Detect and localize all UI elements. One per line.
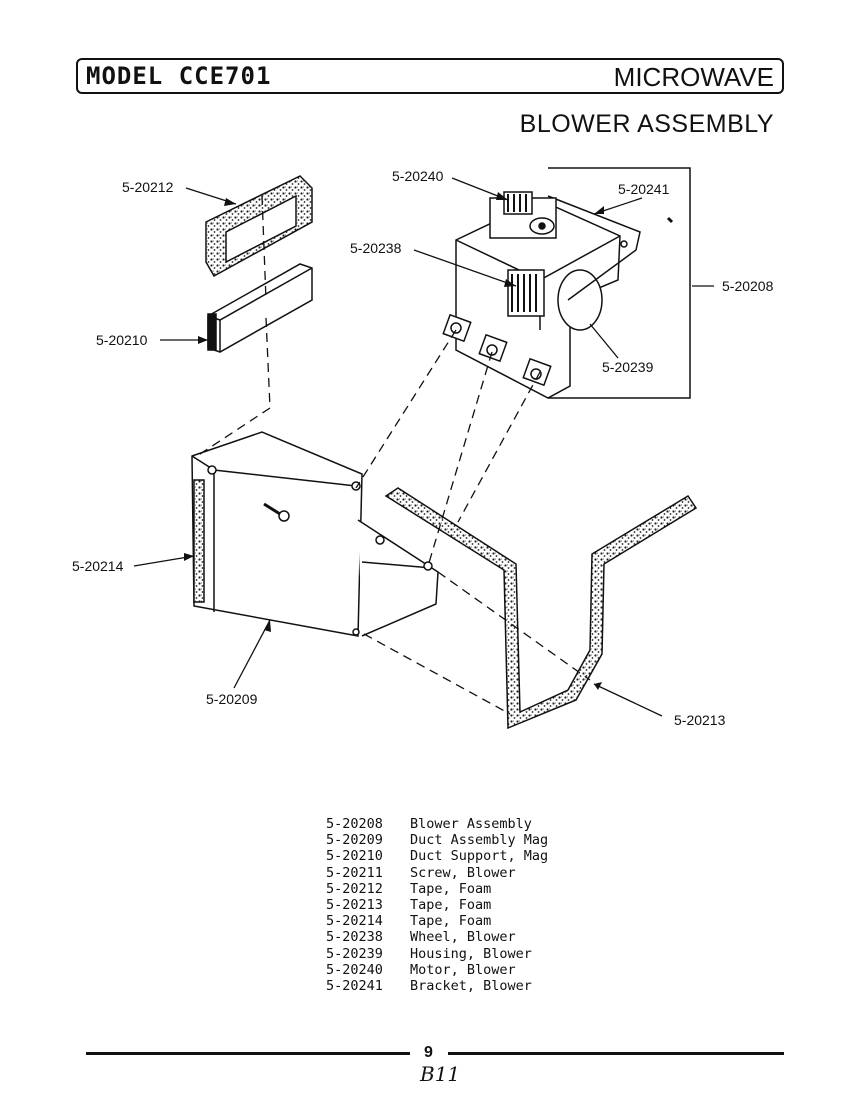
- part-number: 5-20209: [326, 832, 383, 849]
- footer-rule-left: [86, 1052, 410, 1055]
- blower-wheel-20238: [507, 269, 545, 317]
- foam-tape-20213: [384, 487, 698, 730]
- callout-20208: 5-20208: [722, 278, 774, 294]
- foam-tape-20212: [205, 175, 313, 278]
- parts-list-row: 5-20208 Blower Assembly: [326, 816, 548, 832]
- part-number: 5-20208: [326, 816, 383, 832]
- parts-list-row: 5-20238 Wheel, Blower: [326, 929, 548, 945]
- parts-list-row: 5-20214 Tape, Foam: [326, 913, 548, 929]
- part-description: Tape, Foam: [410, 880, 492, 897]
- part-number: 5-20241: [326, 978, 383, 995]
- callout-20214: 5-20214: [72, 558, 124, 574]
- parts-list-row: 5-20211 Screw, Blower: [326, 865, 548, 881]
- part-number: 5-20214: [326, 913, 383, 930]
- part-number: 5-20239: [326, 945, 383, 962]
- part-number: 5-20211: [326, 864, 383, 881]
- part-description: Housing, Blower: [410, 945, 532, 962]
- part-number: 5-20210: [326, 848, 383, 865]
- parts-list-row: 5-20241 Bracket, Blower: [326, 978, 548, 994]
- parts-list: 5-20208 Blower Assembly 5-20209 Duct Assemb…: [326, 816, 548, 994]
- part-number: 5-20240: [326, 961, 383, 978]
- parts-list-row: 5-20209 Duct Assembly Mag: [326, 832, 548, 848]
- callout-20238: 5-20238: [350, 240, 402, 256]
- page-number: 9: [424, 1044, 433, 1061]
- header-frame: [76, 58, 784, 94]
- part-description: Motor, Blower: [410, 961, 516, 978]
- part-description: Blower Assembly: [410, 816, 532, 832]
- part-number: 5-20213: [326, 897, 383, 914]
- duct-assembly-20209: [191, 431, 439, 637]
- model-label: MODEL CCE701: [86, 62, 272, 90]
- parts-list-row: 5-20212 Tape, Foam: [326, 881, 548, 897]
- part-number: 5-20238: [326, 929, 383, 946]
- foam-tape-20214: [193, 479, 205, 603]
- blower-assembly-bracket-frame: [548, 167, 691, 399]
- part-description: Tape, Foam: [410, 897, 492, 914]
- blower-screw-20211: [263, 502, 290, 522]
- callout-20241: 5-20241: [618, 181, 670, 197]
- footer-rule-right: [448, 1052, 784, 1055]
- part-description: Duct Support, Mag: [410, 848, 549, 865]
- parts-list-row: 5-20239 Housing, Blower: [326, 946, 548, 962]
- category-label: MICROWAVE: [613, 62, 774, 92]
- handwritten-note: B11: [420, 1062, 461, 1086]
- callout-20210: 5-20210: [96, 332, 148, 348]
- duct-support-20210: [207, 263, 313, 353]
- callout-20239: 5-20239: [602, 359, 654, 375]
- part-description: Screw, Blower: [410, 864, 516, 881]
- part-description: Tape, Foam: [410, 913, 492, 930]
- callout-20212: 5-20212: [122, 179, 174, 195]
- parts-list-row: 5-20213 Tape, Foam: [326, 897, 548, 913]
- callout-20240: 5-20240: [392, 168, 444, 184]
- callout-20213: 5-20213: [674, 712, 726, 728]
- parts-list-row: 5-20240 Motor, Blower: [326, 962, 548, 978]
- part-description: Duct Assembly Mag: [410, 832, 549, 849]
- alignment-guides: [193, 195, 591, 715]
- screw-icon: [666, 216, 674, 224]
- part-description: Wheel, Blower: [410, 929, 516, 946]
- parts-list-row: 5-20210 Duct Support, Mag: [326, 848, 548, 864]
- blower-housing-20239: [557, 269, 603, 331]
- callout-20209: 5-20209: [206, 691, 258, 707]
- part-number: 5-20212: [326, 880, 383, 897]
- section-title: BLOWER ASSEMBLY: [519, 110, 774, 138]
- part-description: Bracket, Blower: [410, 978, 532, 995]
- callout-arrowheads: [184, 192, 604, 690]
- blower-assembly-20208: [442, 191, 641, 399]
